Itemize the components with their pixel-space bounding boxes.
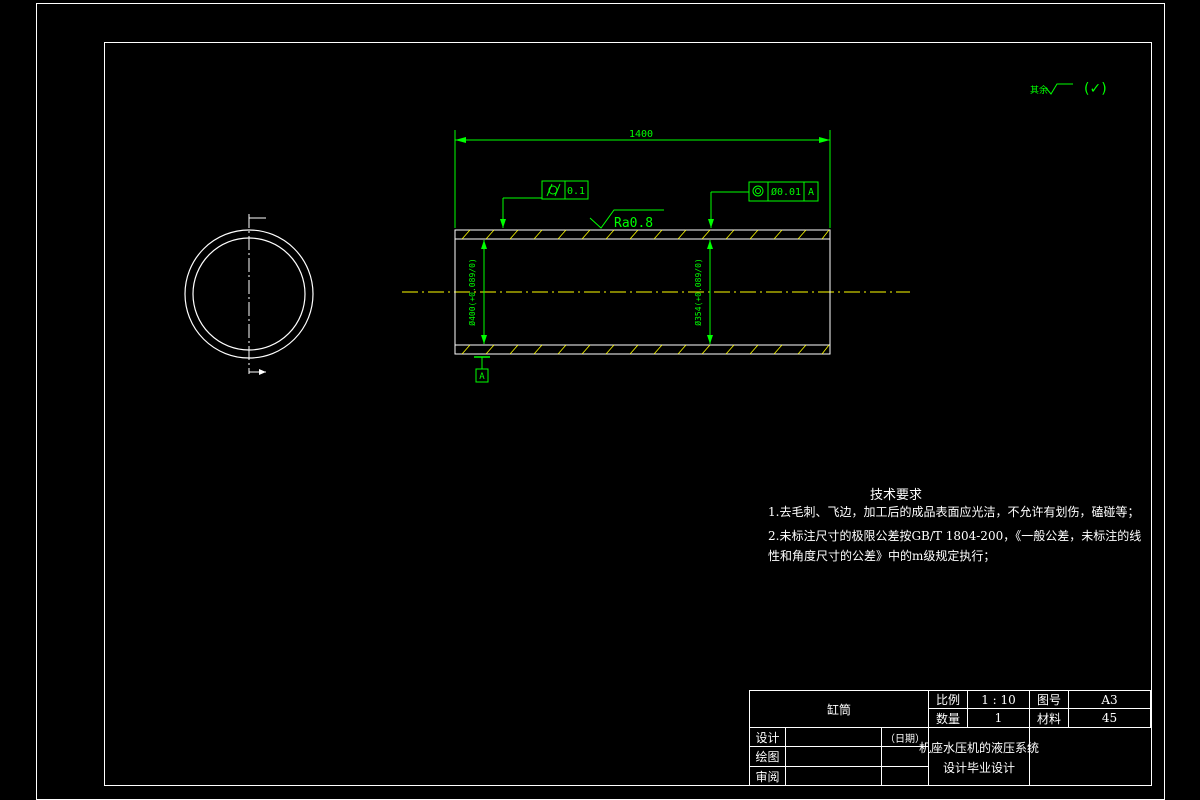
- hatch-line: [557, 344, 567, 355]
- section-view: 1400 0.1 Ø0.01 A Ra0.8: [402, 129, 910, 395]
- tb-v3: [1029, 690, 1030, 786]
- drawing-no-label: 图号: [1036, 693, 1061, 707]
- hatch-line: [533, 344, 543, 355]
- tb-h4: [749, 766, 928, 767]
- tb-v6: [881, 727, 882, 786]
- quantity-label: 数量: [935, 711, 960, 726]
- hatch-line: [773, 229, 783, 240]
- hatch-line: [677, 344, 687, 355]
- hatch-line: [533, 229, 543, 240]
- datum-label: A: [479, 372, 485, 382]
- hatch-line: [725, 344, 735, 355]
- tb-border-right: [1150, 690, 1151, 728]
- tech-requirements-title: 技术要求: [870, 488, 923, 503]
- roughness-main-text: Ra0.8: [614, 216, 653, 231]
- end-view: C C: [184, 200, 314, 388]
- hatch-line: [581, 229, 591, 240]
- tb-v5: [785, 727, 786, 786]
- tb-v1: [928, 690, 929, 786]
- tb-h2: [749, 727, 1150, 728]
- tol-left-value: 0.1: [567, 186, 585, 197]
- tech-requirement-line-2: 2.未标注尺寸的极限公差按GB/T 1804-200，《一般公差，未标注的线: [768, 529, 1142, 543]
- section-view-label: C-C: [637, 381, 659, 395]
- tb-border-left: [749, 690, 750, 786]
- length-arrow-left: [455, 137, 466, 143]
- drawing-frame: [104, 42, 1152, 786]
- hatch-line: [485, 344, 495, 355]
- hatch-line: [749, 344, 759, 355]
- drafting-label: 绘图: [755, 750, 780, 764]
- tol-right-arrow: [708, 219, 714, 228]
- hatch-line: [797, 229, 807, 240]
- hatch-line: [509, 344, 519, 355]
- roughness-corner-text: 其余: [1030, 84, 1048, 96]
- hatch-line: [653, 229, 663, 240]
- inner-dia-text: Ø354(+0.089/0): [693, 258, 703, 325]
- drawing-no-value: A3: [1101, 692, 1118, 707]
- datum-box: [475, 368, 489, 383]
- tol-right-value: Ø0.01: [771, 186, 801, 198]
- tb-h1: [928, 708, 1150, 709]
- scale-label: 比例: [935, 693, 960, 707]
- section-arrow-head: [259, 369, 266, 375]
- roughness-corner-mark: (✓): [1084, 81, 1107, 97]
- section-mark-bottom: C: [252, 374, 259, 388]
- roughness-corner-icon: [1045, 83, 1073, 95]
- hatch-line: [821, 229, 830, 240]
- outer-dia-arrow-top: [481, 240, 487, 249]
- hatch-line: [629, 344, 639, 355]
- tb-v2: [967, 690, 968, 728]
- tech-requirement-line-3: 性和角度尺寸的公差》中的m级规定执行；: [768, 549, 996, 563]
- quantity-value: 1: [994, 711, 1003, 725]
- inner-dia-arrow-top: [707, 240, 713, 249]
- hatch-line: [605, 344, 615, 355]
- hatch-line: [605, 229, 615, 240]
- hatch-line: [629, 229, 639, 240]
- hatch-line: [797, 344, 807, 355]
- tol-left-arrow: [500, 219, 506, 228]
- tb-h3: [749, 746, 928, 747]
- part-name: 缸筒: [826, 702, 851, 717]
- hatch-line: [725, 229, 735, 240]
- hatch-line: [461, 344, 471, 355]
- hatch-line: [701, 344, 711, 355]
- outer-dia-arrow-bottom: [481, 335, 487, 344]
- hatch-top: [461, 229, 830, 240]
- design-label: 设计: [755, 730, 780, 745]
- hatch-line: [581, 344, 591, 355]
- hatch-line: [509, 229, 519, 240]
- hatch-line: [485, 229, 495, 240]
- scale-value: 1 : 10: [981, 692, 1016, 707]
- tol-right-frame: [748, 181, 819, 202]
- hatch-line: [557, 229, 567, 240]
- date-label: （日期）: [885, 733, 925, 745]
- outer-dia-text: Ø400(+0.089/0): [467, 258, 477, 325]
- project-title-line-1: 机座水压机的液压系统: [919, 740, 1040, 755]
- hatch-line: [461, 229, 471, 240]
- section-mark-top: C: [252, 200, 259, 214]
- inner-dia-arrow-bottom: [707, 335, 713, 344]
- coaxiality-icon: [752, 185, 764, 197]
- roughness-symbol-icon: [589, 209, 664, 229]
- hatch-bottom: [461, 344, 830, 355]
- cylindricity-icon: [546, 183, 561, 197]
- hatch-line: [701, 229, 711, 240]
- roughness-corner-note: 其余 (✓): [1030, 81, 1107, 97]
- material-label: 材料: [1036, 711, 1061, 726]
- tech-requirement-line-1: 1.去毛刺、飞边，加工后的成品表面应光洁，不允许有划伤，磕碰等；: [768, 505, 1140, 519]
- hatch-line: [677, 229, 687, 240]
- tb-border-top: [749, 690, 1150, 691]
- hatch-line: [773, 344, 783, 355]
- length-dim-text: 1400: [629, 129, 653, 140]
- project-title-line-2: 设计毕业设计: [942, 760, 1015, 775]
- hatch-line: [653, 344, 663, 355]
- review-label: 审阅: [755, 770, 780, 784]
- tol-right-datum: A: [808, 187, 814, 198]
- hatch-line: [749, 229, 759, 240]
- hatch-line: [821, 344, 830, 355]
- length-arrow-right: [819, 137, 830, 143]
- material-value: 45: [1101, 711, 1118, 725]
- tb-v4: [1068, 690, 1069, 728]
